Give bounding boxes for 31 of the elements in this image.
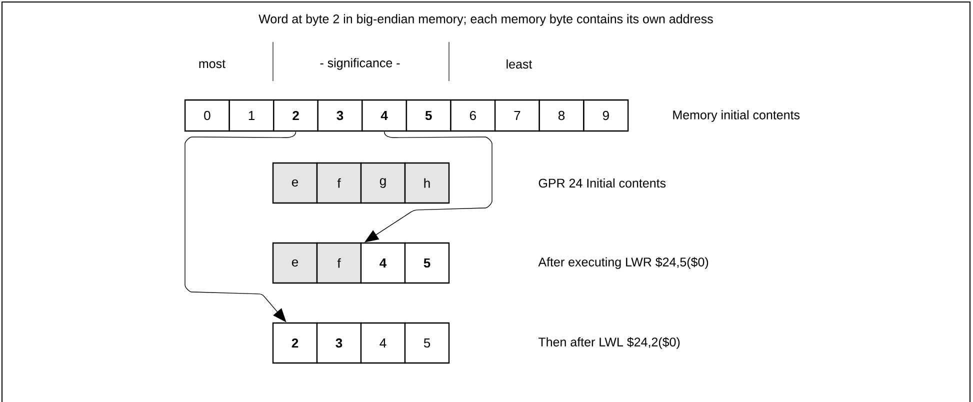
memory-cell: 4	[362, 99, 408, 132]
text-label: - significance -	[320, 58, 400, 70]
memory-cell: e	[272, 242, 318, 284]
memory-cell: 7	[494, 99, 540, 132]
memory-cell: 3	[316, 322, 362, 364]
memory-cell: 1	[228, 99, 274, 132]
text-label: most	[199, 60, 226, 68]
arrow	[184, 131, 296, 322]
text-label: GPR 24 Initial contents	[538, 178, 666, 188]
memory-cell: 0	[184, 99, 230, 132]
memory-cell: 8	[538, 99, 584, 132]
memory-cell: 9	[583, 99, 629, 132]
memory-cell: 2	[272, 322, 318, 364]
memory-cell: 4	[360, 242, 406, 284]
memory-cell: g	[360, 162, 406, 204]
memory-cell: 5	[404, 242, 450, 284]
memory-cell: 3	[317, 99, 363, 132]
memory-cell: 2	[273, 99, 319, 132]
text-label: least	[506, 59, 532, 69]
memory-cell: 5	[406, 99, 452, 132]
memory-cell: f	[316, 242, 362, 284]
memory-cell: f	[316, 162, 362, 204]
title: Word at byte 2 in big-endian memory; each memory byte contains its own address	[258, 14, 713, 26]
memory-cell: 4	[360, 322, 406, 364]
memory-cell: 6	[450, 99, 496, 132]
memory-cell: 5	[404, 322, 450, 364]
text-label: Memory initial contents	[673, 110, 800, 122]
memory-cell: h	[404, 162, 450, 204]
text-label: After executing LWR $24,5($0)	[538, 257, 708, 269]
text-label: Then after LWL $24,2($0)	[538, 337, 680, 349]
memory-cell: e	[272, 162, 318, 204]
